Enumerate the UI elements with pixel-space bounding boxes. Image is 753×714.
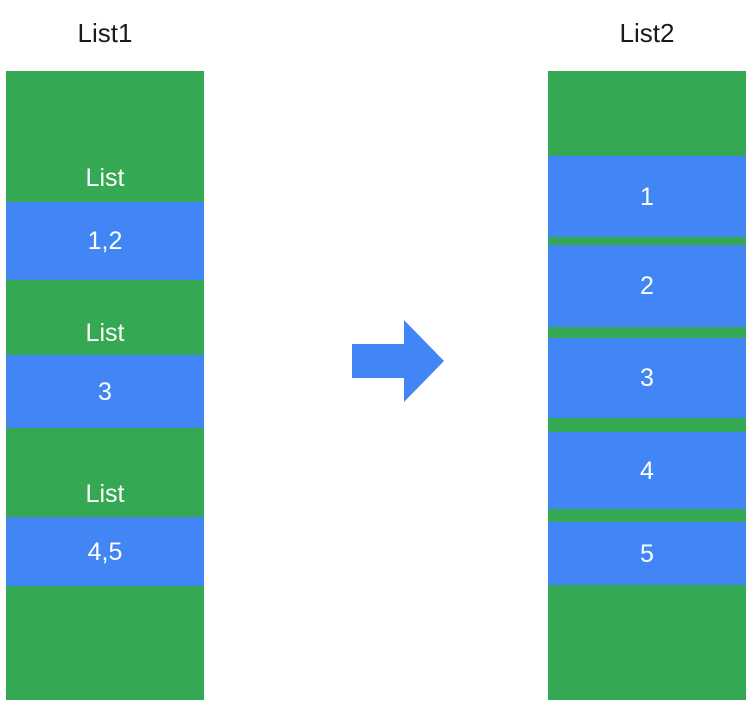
band-label: 3: [640, 364, 654, 392]
band-label: 2: [640, 272, 654, 300]
band-list1-2: List: [6, 280, 204, 355]
column-list1: List 1,2 List 3 List 4,5: [6, 71, 204, 700]
band-list1-1: 1,2: [6, 202, 204, 280]
column-title-list1: List1: [77, 18, 133, 48]
column-list2: 1 2 3 4 5: [548, 71, 746, 700]
band-list2-6: [548, 418, 746, 432]
band-list2-0: [548, 71, 746, 156]
band-list2-9: 5: [548, 522, 746, 585]
band-list1-3: 3: [6, 355, 204, 428]
band-label: 5: [640, 539, 654, 568]
band-label: 1,2: [87, 227, 123, 255]
band-list1-5: 4,5: [6, 517, 204, 586]
band-label: 3: [98, 377, 112, 406]
band-list1-0: List: [6, 71, 204, 202]
band-list2-10: [548, 585, 746, 700]
band-label: 1: [640, 182, 654, 211]
band-label: List: [85, 164, 125, 192]
band-list2-1: 1: [548, 156, 746, 237]
band-label: 4: [640, 456, 654, 485]
band-label: List: [85, 319, 125, 347]
band-list2-8: [548, 509, 746, 522]
band-list2-5: 3: [548, 338, 746, 418]
band-list1-6: [6, 586, 204, 700]
band-list2-3: 2: [548, 245, 746, 327]
band-list2-2: [548, 237, 746, 245]
band-list1-4: List: [6, 428, 204, 517]
band-label: 4,5: [87, 537, 123, 566]
column-title-list2: List2: [619, 18, 675, 48]
band-label: List: [85, 480, 125, 508]
band-list2-4: [548, 327, 746, 338]
arrow-right-icon: [352, 320, 444, 402]
band-list2-7: 4: [548, 432, 746, 509]
